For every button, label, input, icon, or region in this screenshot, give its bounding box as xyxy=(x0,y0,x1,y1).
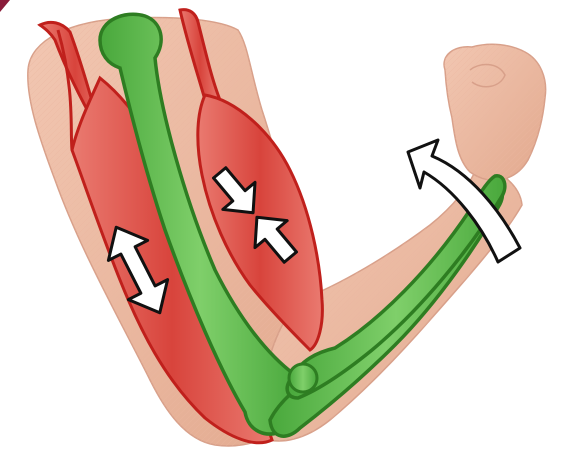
corner-mark xyxy=(0,0,10,12)
fist xyxy=(444,44,546,180)
